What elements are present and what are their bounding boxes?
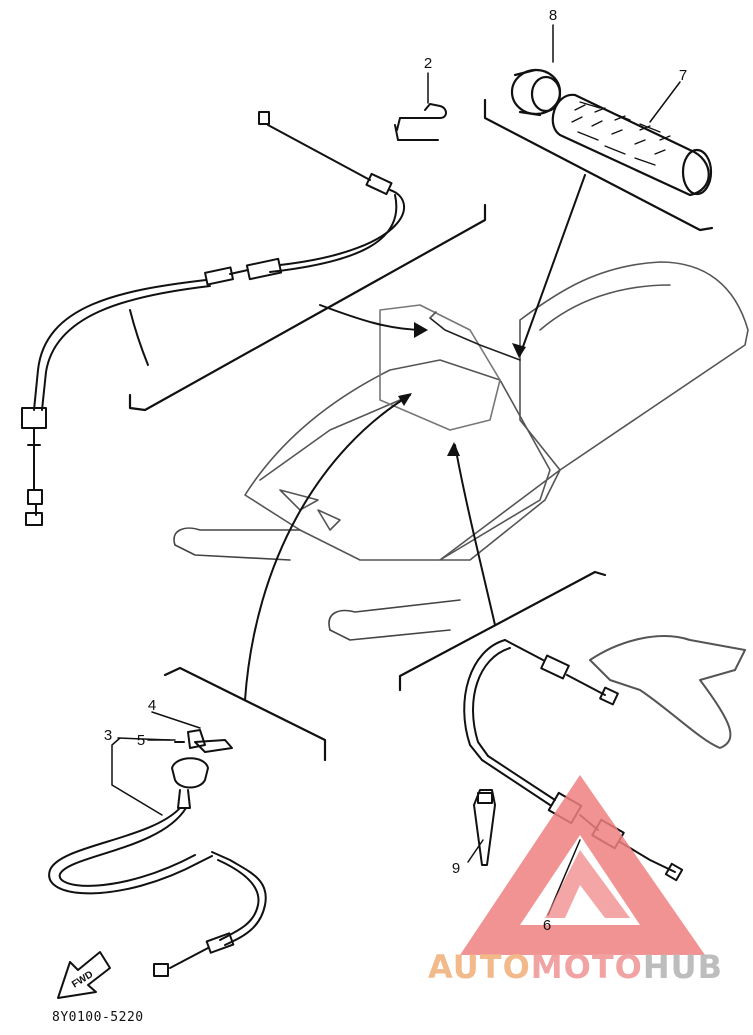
watermark-triangle-icon: [460, 775, 705, 955]
callout-7: 7: [679, 67, 687, 84]
callout-8: 8: [549, 7, 557, 24]
arrow-heads: [398, 322, 526, 456]
snowmobile-body: [173, 261, 749, 641]
brake-cable: [463, 635, 746, 882]
watermark-text: AUTOMOTOHUB: [428, 948, 723, 986]
callout-4: 4: [148, 697, 156, 714]
callout-3: 3: [104, 727, 112, 744]
callout-2: 2: [424, 55, 432, 72]
callout-9: 9: [452, 860, 460, 877]
diagram-code: 8Y0100-5220: [52, 1010, 144, 1025]
cable-clip: [394, 103, 447, 141]
callout-5: 5: [137, 732, 145, 749]
group-brackets: [128, 98, 714, 762]
callout-6: 6: [543, 917, 551, 934]
callout-leaders: [111, 24, 681, 916]
watermark-part-moto: MOTO: [530, 948, 643, 986]
throttle-cable-upper: [21, 111, 405, 526]
watermark-part-auto: AUTO: [428, 948, 531, 986]
cable-tie: [473, 789, 496, 866]
switch-assembly: [48, 729, 267, 977]
fwd-arrow-icon: [57, 951, 111, 999]
watermark-part-hub: HUB: [642, 948, 724, 986]
handlebar-grip: [510, 68, 713, 197]
